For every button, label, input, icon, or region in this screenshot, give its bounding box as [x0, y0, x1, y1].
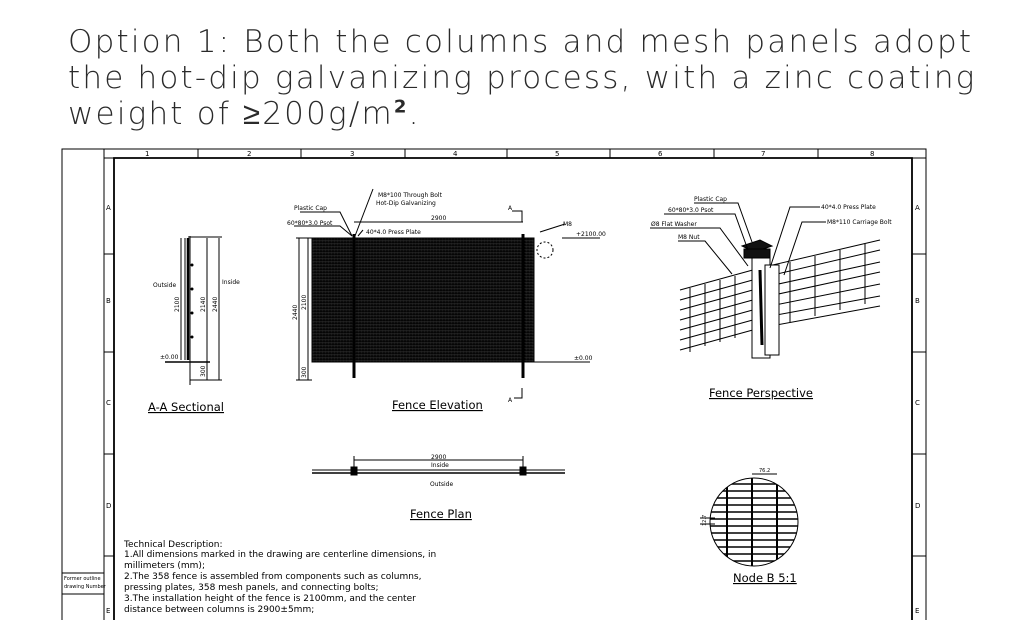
headline-line-2: the hot-dip galvanizing process, with a …: [68, 60, 977, 96]
perspective-title: Fence Perspective: [709, 386, 813, 400]
post-label: 60*80*3.0 Psot: [668, 207, 714, 214]
post-label: 60*80*3.0 Psot: [287, 220, 333, 227]
carriage-bolt-label: M8*110 Carriage Bolt: [827, 219, 892, 226]
row-label: B: [915, 297, 920, 305]
elevation-title: Fence Elevation: [392, 398, 483, 412]
m8-label: M8: [563, 221, 572, 228]
col-label: 8: [870, 150, 874, 158]
dim-2440: 2440: [212, 297, 219, 312]
technical-line: 1.All dimensions marked in the drawing a…: [124, 550, 436, 560]
dim-2100: 2100: [301, 295, 308, 310]
col-label: 1: [145, 150, 149, 158]
technical-heading: Technical Description:: [123, 540, 222, 550]
level-top: +2100.00: [576, 231, 606, 238]
perspective-view: [650, 202, 881, 359]
node-title: Node B 5:1: [733, 571, 797, 585]
node-dim-top: 76.2: [759, 468, 770, 474]
dim-300: 300: [301, 366, 308, 378]
dim-2100: 2100: [174, 297, 181, 312]
row-dividers: [104, 253, 926, 557]
plastic-cap-label: Plastic Cap: [694, 196, 727, 203]
sectional-title: A-A Sectional: [148, 400, 224, 414]
col-label: 4: [453, 150, 458, 158]
column-dividers: [197, 149, 819, 158]
row-label: B: [106, 297, 111, 305]
former-outline-label: Former outline: [64, 576, 101, 582]
sectional-view: [165, 236, 222, 385]
outside-label: Outside: [430, 481, 453, 488]
superscript: 2: [393, 96, 409, 118]
row-label: E: [915, 607, 919, 615]
dim-2900: 2900: [431, 215, 446, 222]
galvanizing-label: Hot-Dip Galvanizing: [376, 200, 436, 207]
section-mark: A: [508, 397, 513, 404]
former-outline-label: drawing Number: [64, 584, 107, 590]
node-detail: [700, 473, 799, 567]
dim-2440: 2440: [292, 305, 299, 320]
plastic-cap-label: Plastic Cap: [294, 205, 327, 212]
technical-line: 2.The 358 fence is assembled from compon…: [124, 572, 421, 582]
row-label: D: [106, 502, 111, 510]
inside-label: Inside: [431, 462, 449, 469]
period: .: [408, 96, 421, 132]
section-mark: A: [508, 205, 513, 212]
col-label: 2: [247, 150, 251, 158]
press-plate-label: 40*4.0 Press Plate: [366, 229, 421, 236]
press-plate-label: 40*4.0 Press Plate: [821, 204, 876, 211]
col-label: 6: [658, 150, 663, 158]
washer-label: Ø8 Flat Washer: [651, 221, 697, 228]
row-label: D: [915, 502, 920, 510]
headline-text: weight of ≥200g/m: [68, 96, 394, 132]
plan-view: [312, 456, 565, 476]
row-label: A: [915, 204, 920, 212]
drawing-frame: [61, 148, 927, 620]
technical-description: Technical Description: 1.All dimensions …: [123, 540, 436, 615]
col-label: 3: [350, 150, 354, 158]
technical-line: millimeters (mm);: [124, 561, 205, 571]
bolt-label: M8*100 Through Bolt: [378, 192, 443, 199]
headline-line-3: weight of ≥200g/m2.: [68, 96, 421, 132]
dim-2140: 2140: [200, 297, 207, 312]
row-label: E: [106, 607, 110, 615]
col-label: 5: [555, 150, 559, 158]
row-label: C: [915, 399, 920, 407]
row-label: C: [106, 399, 111, 407]
nut-label: M8 Nut: [678, 234, 700, 241]
inside-label: Inside: [222, 279, 240, 286]
level-zero: ±0.00: [160, 354, 179, 361]
technical-line: 3.The installation height of the fence i…: [124, 594, 416, 604]
dim-300: 300: [200, 365, 207, 377]
level-zero: ±0.00: [574, 355, 593, 362]
plan-title: Fence Plan: [410, 507, 472, 521]
row-labels: A B C D E A B C D E: [106, 204, 920, 615]
outside-label: Outside: [153, 282, 176, 289]
headline-line-1: Option 1: Both the columns and mesh pane…: [68, 24, 974, 60]
dim-2900: 2900: [431, 454, 446, 461]
column-labels: 1 2 3 4 5 6 7 8: [145, 150, 874, 158]
technical-line: distance between columns is 2900±5mm;: [124, 605, 314, 615]
node-dim-side: 12.7: [702, 515, 708, 526]
elevation-view: [294, 188, 600, 399]
row-label: A: [106, 204, 111, 212]
technical-line: pressing plates, 358 mesh panels, and co…: [124, 583, 379, 593]
col-label: 7: [761, 150, 765, 158]
